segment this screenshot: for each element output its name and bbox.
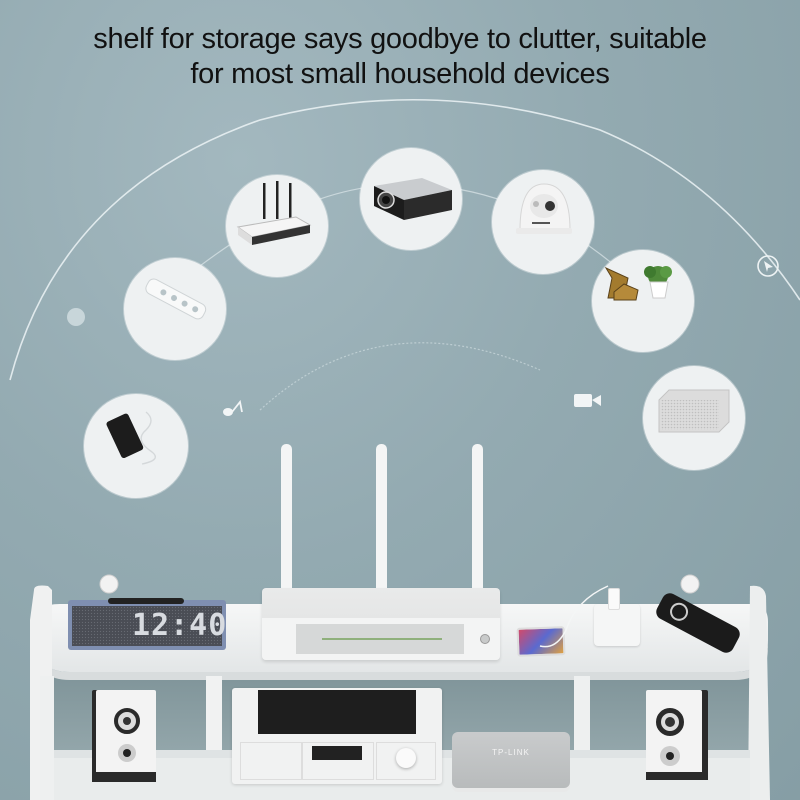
- amplifier: [232, 688, 442, 784]
- charger: [594, 588, 640, 646]
- router-icon: [236, 181, 312, 245]
- video-camera-icon: [574, 394, 601, 407]
- router-antenna: [281, 444, 292, 594]
- volume-knob: [396, 748, 416, 768]
- left-speaker: [92, 690, 156, 782]
- smartphone-icon: [106, 411, 156, 465]
- projector-icon: [374, 178, 452, 220]
- tp-link-box: TP-LINK: [452, 732, 570, 788]
- headline-line-2: for most small household devices: [190, 58, 610, 90]
- router-antenna: [376, 444, 387, 594]
- bubble-security-camera: [492, 170, 594, 274]
- bubble-speaker: [643, 366, 745, 470]
- bubble-projector: [360, 148, 462, 250]
- power-strip-icon: [145, 278, 207, 320]
- bubble-phone: [84, 394, 188, 498]
- music-note-icon: [223, 399, 243, 416]
- play-cursor-icon: [757, 255, 779, 277]
- bubble-router: [226, 175, 328, 277]
- wifi-router: [262, 588, 500, 660]
- led-clock-speaker: 12:40: [68, 598, 228, 650]
- charging-cable: [539, 585, 609, 648]
- bubble-decor: [592, 250, 694, 352]
- dot-icon: [67, 308, 85, 326]
- router-led-strip: [322, 638, 442, 640]
- clock-display: 12:40: [132, 608, 228, 643]
- dome-camera-icon: [516, 183, 572, 234]
- router-power-button: [480, 634, 490, 644]
- amplifier-top-glass: [258, 690, 416, 734]
- right-speaker: [646, 690, 708, 780]
- headline-line-1: shelf for storage says goodbye to clutte…: [93, 23, 707, 55]
- router-antenna: [472, 444, 483, 594]
- deer-plant-icon: [604, 266, 672, 301]
- bubble-power-strip: [124, 258, 226, 360]
- headline: shelf for storage says goodbye to clutte…: [0, 22, 800, 92]
- speaker-box-icon: [658, 389, 730, 433]
- tp-link-label: TP-LINK: [492, 748, 530, 757]
